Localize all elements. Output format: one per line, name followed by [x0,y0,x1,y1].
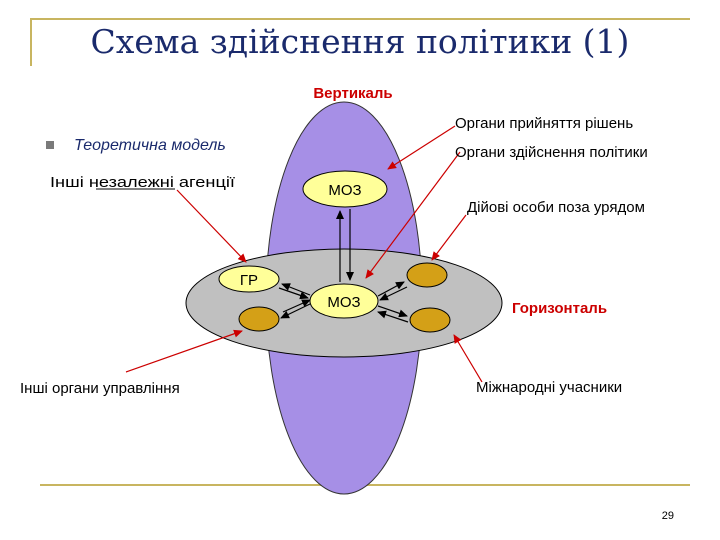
node-gr[interactable] [218,265,280,293]
callout-arrows [125,125,483,383]
label-other-government-bodies: Інші органи управління [20,380,180,397]
slide-title: Схема здійснення політики (1) [90,22,630,61]
horizontal-label: Горизонталь [512,300,607,317]
frame-left-line [30,18,32,66]
label-international-participants: Міжнародні учасники [476,379,622,396]
node-moz-top[interactable] [302,170,388,208]
label-non-government-actors: Дійові особи поза урядом [467,199,645,216]
moz-top-text: МОЗ [328,182,361,199]
label-decision-bodies: Органи прийняття рішень [455,115,633,132]
bullet-square [46,141,54,149]
label-implementation-bodies: Органи здійснення політики [455,144,648,161]
vertical-label: Вертикаль [313,85,392,102]
node-right-top[interactable] [406,262,448,288]
moz-center-text: МОЗ [327,294,360,311]
connector-arrows [278,209,409,323]
gr-text: ГР [240,272,258,289]
node-right-bottom[interactable] [409,307,451,333]
node-left-bottom[interactable] [238,306,280,332]
frame-top-line [30,18,690,20]
label-independent-agencies: Інші незалежні агенції [50,174,236,191]
bullet-text: Теоретична модель [74,137,226,154]
page-number: 29 [661,510,674,522]
